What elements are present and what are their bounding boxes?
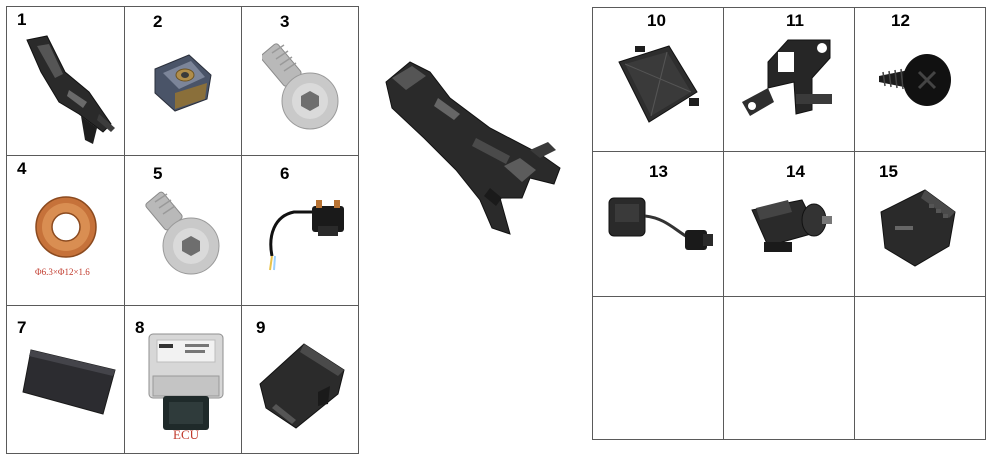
cage-nut-icon <box>154 54 212 112</box>
part-cell-11: 11 <box>723 7 855 152</box>
foam-pad-icon <box>22 349 116 415</box>
relay-with-wires-icon <box>269 200 344 271</box>
part-number: 6 <box>280 164 290 183</box>
empty-cell <box>592 296 724 440</box>
battery-lid-icon <box>618 45 699 123</box>
part-number: 1 <box>17 10 27 29</box>
part-cell-10: 10 <box>592 7 724 152</box>
part-number: 14 <box>786 162 805 181</box>
part-cell-1: 1 <box>6 6 125 156</box>
part-number: 5 <box>153 164 163 183</box>
button-head-screw-icon <box>262 43 339 130</box>
part-number: 7 <box>17 318 27 337</box>
sensor-with-connector-icon <box>608 197 713 250</box>
part-number: 4 <box>17 159 27 178</box>
washer-size-caption: Φ6.3×Φ12×1.6 <box>35 267 90 277</box>
part-cell-6: 6 <box>241 155 359 306</box>
subframe-bracket-icon <box>26 35 115 144</box>
empty-cell <box>854 296 986 440</box>
plastic-cover-icon <box>259 343 345 429</box>
part-cell-9: 9 <box>241 305 359 454</box>
part-cell-7: 7 <box>6 305 125 454</box>
part-cell-14: 14 <box>723 151 855 297</box>
part-cell-13: 13 <box>592 151 724 297</box>
ecu-caption: ECU <box>173 427 199 442</box>
metal-bracket-icon <box>742 39 832 116</box>
connector-cap-icon <box>880 189 956 267</box>
part-cell-4: 4 Φ6.3×Φ12×1.6 <box>6 155 125 306</box>
assembled-subframe-icon <box>385 61 561 235</box>
button-head-screw-icon <box>145 191 220 275</box>
ecu-module-icon <box>148 333 224 430</box>
part-number: 11 <box>786 11 804 30</box>
part-cell-5: 5 <box>124 155 242 306</box>
self-tapping-screw-icon <box>879 54 951 106</box>
part-number: 2 <box>153 12 163 31</box>
copper-washer-icon <box>35 196 97 258</box>
part-number: 15 <box>879 162 898 181</box>
part-number: 13 <box>649 162 668 181</box>
part-number: 10 <box>647 11 666 30</box>
part-cell-15: 15 <box>854 151 986 297</box>
part-cell-8: 8 ECU <box>124 305 242 454</box>
part-cell-12: 12 <box>854 7 986 152</box>
part-cell-3: 3 <box>241 6 359 156</box>
part-cell-2: 2 <box>124 6 242 156</box>
part-number: 12 <box>891 11 910 30</box>
part-number: 9 <box>256 318 266 337</box>
empty-cell <box>723 296 855 440</box>
solenoid-icon <box>751 199 832 252</box>
part-number: 8 <box>135 318 145 337</box>
part-number: 3 <box>280 12 290 31</box>
